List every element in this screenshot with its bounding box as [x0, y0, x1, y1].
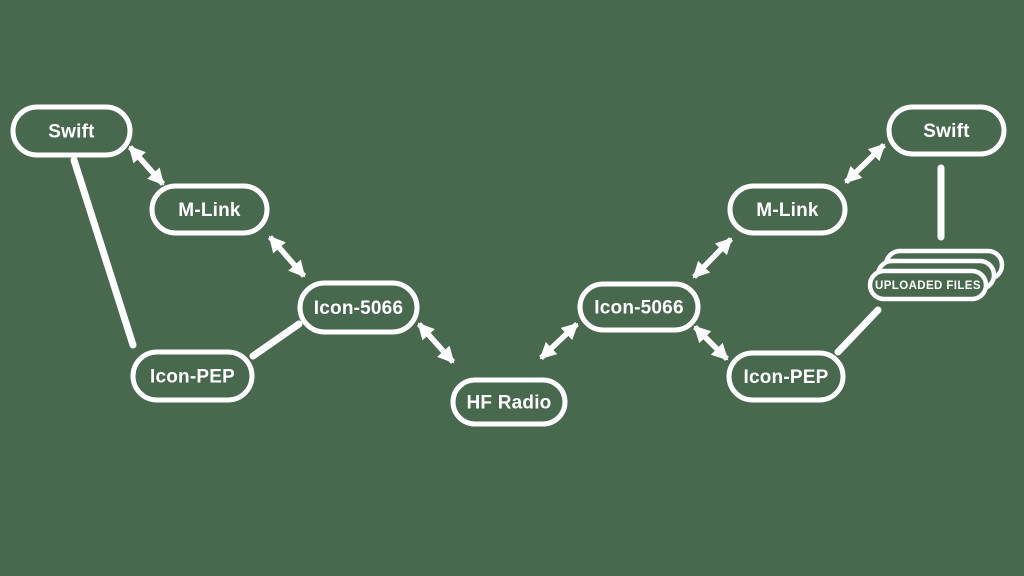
node-pill — [10, 104, 133, 158]
node-label: Swift — [923, 121, 970, 142]
node-pill — [726, 350, 846, 403]
node-pill — [727, 183, 848, 236]
edge-swift-left--iconpep-left-line — [70, 156, 137, 349]
node-mlink-right: M-Link — [727, 183, 848, 236]
node-pill — [297, 280, 420, 335]
node-icon5066-right: Icon-5066 — [577, 281, 701, 333]
edge-icon5066-right--iconpep-right-double-arrow — [693, 325, 729, 361]
edge-hf-radio--icon5066-right-double-arrow — [539, 322, 579, 360]
edges-layer — [70, 143, 945, 364]
node-pill — [149, 183, 270, 236]
edge-iconpep-right--uploaded-files-line — [834, 306, 882, 356]
node-label: UPLOADED FILES — [875, 280, 981, 292]
node-swift-left: Swift — [10, 104, 133, 158]
node-label: M-Link — [756, 200, 819, 221]
edge-icon5066-right--mlink-right-double-arrow — [692, 237, 733, 279]
node-pill — [577, 281, 701, 333]
edge-mlink-left--icon5066-left-double-arrow — [267, 235, 307, 278]
node-label: HF Radio — [467, 393, 552, 414]
node-hf-radio: HF Radio — [450, 377, 568, 427]
node-icon5066-left: Icon-5066 — [297, 280, 420, 335]
node-label: Icon-PEP — [150, 367, 235, 388]
node-label: Icon-PEP — [743, 367, 828, 388]
node-iconpep-left: Icon-PEP — [130, 349, 255, 403]
edge-icon5066-left--hf-radio-double-arrow — [416, 322, 456, 364]
node-label: Swift — [48, 122, 95, 143]
node-label: Icon-5066 — [314, 298, 403, 319]
node-mlink-left: M-Link — [149, 183, 270, 236]
node-pill — [130, 349, 255, 403]
node-pill — [886, 104, 1007, 157]
node-label: M-Link — [178, 200, 241, 221]
edge-swift-left--mlink-left-double-arrow — [127, 145, 166, 186]
edge-mlink-right--swift-right-double-arrow — [844, 143, 886, 184]
edge-iconpep-left--icon5066-left-line — [249, 320, 303, 360]
node-label: Icon-5066 — [594, 298, 683, 319]
node-swift-right: Swift — [886, 104, 1007, 157]
node-iconpep-right: Icon-PEP — [726, 350, 846, 403]
node-uploaded-files-stack: UPLOADED FILES — [867, 248, 1005, 302]
node-pill — [450, 377, 568, 427]
node-pill — [867, 268, 989, 302]
